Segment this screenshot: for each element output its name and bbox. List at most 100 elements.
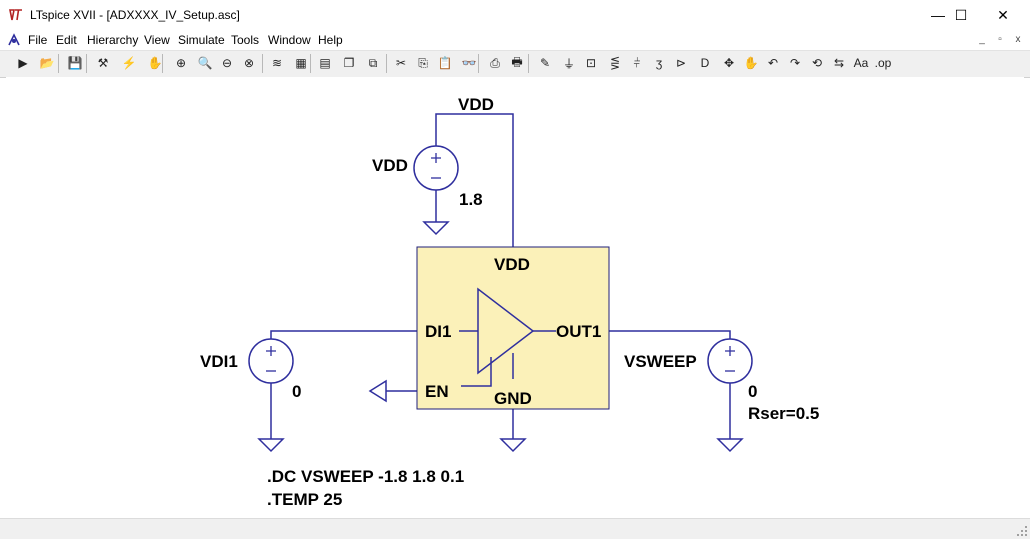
vdd-source-value: 1.8 — [459, 190, 483, 209]
close-button[interactable]: ✕ — [997, 6, 1009, 23]
vdi1-source-symbol — [248, 338, 294, 384]
wire — [435, 113, 514, 247]
label-net-icon[interactable]: ⊡ — [585, 56, 597, 70]
menu-hierarchy[interactable]: Hierarchy — [87, 33, 139, 47]
toolbar-separator — [262, 54, 263, 73]
zoom-out-icon[interactable]: ⊖ — [221, 56, 233, 70]
zoom-fit-icon[interactable]: ⊗ — [243, 56, 255, 70]
mdi-minimize-button[interactable]: _ — [979, 34, 985, 45]
ground-icon[interactable]: ⏚ — [562, 56, 575, 71]
menu-file[interactable]: File — [28, 33, 48, 47]
close-windows-icon[interactable]: ⧉ — [368, 55, 378, 70]
clear-plot-icon[interactable]: ▦ — [295, 56, 307, 70]
paste-icon[interactable]: 📋 — [437, 56, 453, 70]
save-icon[interactable]: 💾 — [67, 56, 83, 70]
plus-mark — [431, 153, 441, 163]
cut-icon[interactable]: ✂ — [395, 56, 407, 70]
cascade-icon[interactable]: ❐ — [343, 56, 355, 70]
component-icon[interactable]: D — [700, 56, 710, 70]
resize-grip-icon[interactable] — [1016, 525, 1028, 537]
spice-directive-icon[interactable]: .op — [874, 56, 892, 70]
find-icon[interactable]: 👓 — [461, 56, 477, 70]
print-icon[interactable]: 🖶 — [511, 54, 523, 69]
pin-vdd-label: VDD — [494, 255, 530, 274]
vdi1-source-name: VDI1 — [200, 352, 238, 371]
ground-symbol — [257, 438, 285, 453]
dc-directive[interactable]: .DC VSWEEP -1.8 1.8 0.1 — [267, 467, 464, 486]
title-bar: LTspice XVII - [ADXXXX_IV_Setup.asc] — ☐… — [0, 0, 1030, 30]
toolbar-separator — [86, 54, 87, 73]
ground-symbol — [716, 438, 744, 453]
resistor-icon[interactable]: ⋚ — [609, 56, 621, 70]
vsweep-source-name: VSWEEP — [624, 352, 697, 371]
vdd-source-name: VDD — [372, 156, 408, 175]
vsweep-source-symbol — [707, 338, 753, 384]
window-title: LTspice XVII - [ADXXXX_IV_Setup.asc] — [30, 8, 240, 22]
toolbar-separator — [528, 54, 529, 73]
vsweep-source-value: 0 — [748, 382, 757, 401]
mdi-close-button[interactable]: x — [1015, 34, 1021, 45]
vdd-source-symbol — [413, 145, 459, 191]
mdi-restore-button[interactable]: ▫ — [998, 34, 1002, 45]
schematic-canvas[interactable]: VDD VDD 1.8 VDD DI1 OUT1 EN GND VDI1 0 V… — [6, 77, 1024, 517]
ground-symbol — [422, 221, 450, 236]
copy-icon[interactable]: ⎘ — [418, 55, 428, 70]
menu-tools[interactable]: Tools — [231, 33, 260, 47]
wire — [270, 330, 417, 339]
autorange-icon[interactable]: ≋ — [271, 56, 283, 70]
plus-mark — [725, 346, 735, 356]
menu-simulate[interactable]: Simulate — [178, 33, 225, 47]
status-bar — [0, 518, 1030, 539]
pin-out1-label: OUT1 — [556, 322, 601, 341]
schematic-drawing: VDD VDD 1.8 VDD DI1 OUT1 EN GND VDI1 0 V… — [200, 95, 819, 509]
drag-icon[interactable]: ✋ — [743, 56, 759, 70]
open-folder-icon[interactable]: 📂 — [39, 56, 55, 70]
menu-window[interactable]: Window — [268, 33, 311, 47]
vdi1-source-value: 0 — [292, 382, 301, 401]
draw-wire-icon[interactable]: ✎ — [539, 56, 551, 70]
run-icon[interactable]: ▶ — [18, 56, 28, 70]
zoom-pan-icon[interactable]: 🔍 — [197, 56, 213, 70]
schematic-doc-icon[interactable] — [6, 32, 22, 48]
undo-icon[interactable]: ↶ — [767, 56, 779, 70]
control-panel-icon[interactable]: ⚒ — [97, 56, 109, 70]
tile-horizontal-icon[interactable]: ▤ — [319, 56, 331, 70]
vdd-net-label: VDD — [458, 95, 494, 114]
mirror-icon[interactable]: ⇆ — [833, 56, 845, 70]
minimize-button[interactable]: — — [931, 7, 945, 23]
menu-help[interactable]: Help — [318, 33, 343, 47]
redo-icon[interactable]: ↷ — [789, 56, 801, 70]
rotate-icon[interactable]: ⟲ — [811, 56, 823, 70]
diode-icon[interactable]: ⊳ — [675, 56, 687, 70]
toolbar-separator — [58, 54, 59, 73]
menu-bar: File Edit Hierarchy View Simulate Tools … — [0, 30, 1030, 50]
ltspice-logo-icon — [9, 9, 22, 21]
zoom-in-icon[interactable]: ⊕ — [175, 56, 187, 70]
move-icon[interactable]: ✥ — [723, 56, 735, 70]
toolbar-separator — [478, 54, 479, 73]
plus-mark — [266, 346, 276, 356]
inductor-icon[interactable]: ʒ — [655, 56, 663, 70]
wire — [609, 330, 731, 339]
ground-symbol — [499, 438, 527, 453]
print-setup-icon[interactable]: ⎙ — [490, 55, 500, 70]
text-icon[interactable]: Aa — [853, 56, 869, 70]
capacitor-icon[interactable]: ⫩ — [633, 55, 641, 70]
toolbar: ▶ 📂 💾 ⚒ ⚡ ✋ ⊕ 🔍 ⊖ ⊗ ≋ ▦ ▤ ❐ ⧉ ✂ ⎘ 📋 👓 ⎙ 🖶 ✎ ⏚ ⊡ ⋚ ⫩ ʒ ⊳ D ✥ ✋ ↶ ↷ ⟲ ⇆ Aa .op — [0, 50, 1030, 78]
toolbar-separator — [162, 54, 163, 73]
vsweep-rser-label: Rser=0.5 — [748, 404, 819, 423]
pan-icon[interactable]: ✋ — [147, 56, 163, 70]
menu-edit[interactable]: Edit — [56, 33, 77, 47]
toolbar-separator — [310, 54, 311, 73]
pin-gnd-label: GND — [494, 389, 532, 408]
maximize-button[interactable]: ☐ — [954, 6, 968, 23]
enable-wire — [461, 357, 492, 387]
pin-en-label: EN — [425, 382, 449, 401]
pin-di1-label: DI1 — [425, 322, 451, 341]
toolbar-separator — [386, 54, 387, 73]
amp-block[interactable] — [416, 246, 610, 410]
halt-icon[interactable]: ⚡ — [121, 56, 137, 70]
menu-view[interactable]: View — [144, 33, 170, 47]
ground-arrow-symbol — [368, 379, 387, 403]
temp-directive[interactable]: .TEMP 25 — [267, 490, 342, 509]
